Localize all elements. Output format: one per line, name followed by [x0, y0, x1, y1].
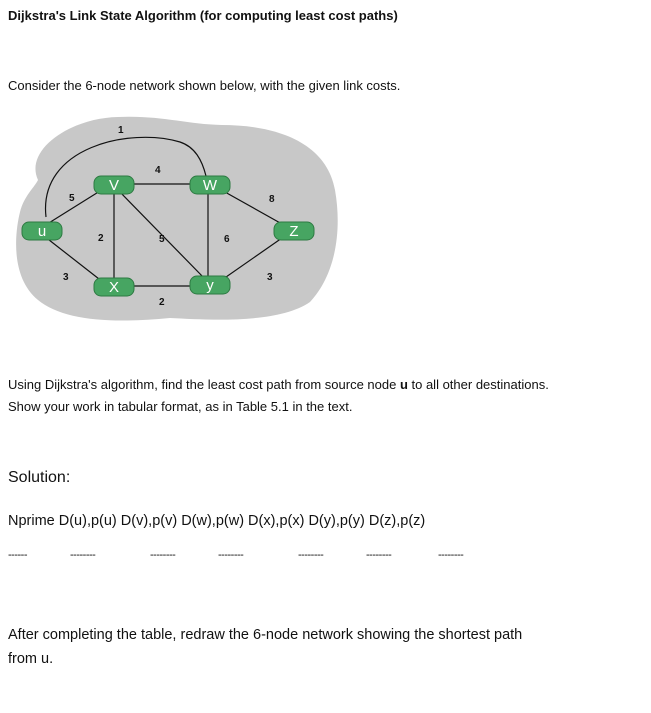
cost-v-x: 2: [98, 233, 104, 244]
svg-text:X: X: [109, 279, 119, 296]
router-y: y: [189, 275, 231, 295]
svg-text:y: y: [206, 277, 214, 294]
cost-w-z: 8: [269, 194, 275, 205]
router-z: Z: [273, 221, 315, 241]
router-u: u: [21, 221, 63, 241]
page-title: Dijkstra's Link State Algorithm (for com…: [8, 8, 398, 23]
dash-separator: --------: [218, 549, 244, 561]
cost-u-w: 1: [118, 125, 124, 136]
router-v: V: [93, 175, 135, 195]
dash-separator: --------: [438, 549, 464, 561]
source-node: u: [399, 377, 408, 392]
question-line-2: Show your work in tabular format, as in …: [8, 399, 353, 414]
table-header: Nprime D(u),p(u) D(v),p(v) D(w),p(w) D(x…: [8, 513, 426, 529]
question-text: Using Dijkstra's algorithm, find the lea…: [8, 377, 400, 392]
link-u-x: [43, 235, 109, 287]
intro-text: Consider the 6-node network shown below,…: [8, 78, 401, 93]
question-line-1: Using Dijkstra's algorithm, find the lea…: [8, 377, 549, 392]
cost-v-w: 4: [155, 165, 161, 176]
dash-separator: --------: [366, 549, 392, 561]
question-text-end: to all other destinations.: [407, 377, 549, 392]
dash-separator: --------: [70, 549, 96, 561]
svg-text:W: W: [203, 177, 218, 194]
dash-separator: --------: [298, 549, 324, 561]
network-diagram: 1 5 3 4 2 5 2 6 8 3 u V W X y Z: [16, 116, 338, 321]
instruction-line-1: After completing the table, redraw the 6…: [8, 627, 523, 643]
router-x: X: [93, 277, 135, 297]
cost-w-y: 6: [224, 234, 230, 245]
network-cloud: [16, 116, 338, 321]
link-u-w: [45, 136, 207, 218]
router-w: W: [189, 175, 231, 195]
cost-v-y: 5: [159, 234, 165, 245]
dash-separator: ------: [8, 549, 27, 561]
svg-text:V: V: [109, 177, 119, 194]
instruction-line-2: from u.: [8, 651, 54, 667]
cost-u-x: 3: [63, 272, 69, 283]
cost-u-v: 5: [69, 193, 75, 204]
dash-separator: --------: [150, 549, 176, 561]
link-y-z: [215, 237, 283, 285]
svg-text:Z: Z: [289, 223, 298, 240]
svg-text:u: u: [38, 223, 46, 240]
cost-x-y: 2: [159, 297, 165, 308]
cost-y-z: 3: [267, 272, 273, 283]
link-v-y: [117, 189, 207, 281]
solution-label: Solution:: [8, 469, 71, 486]
